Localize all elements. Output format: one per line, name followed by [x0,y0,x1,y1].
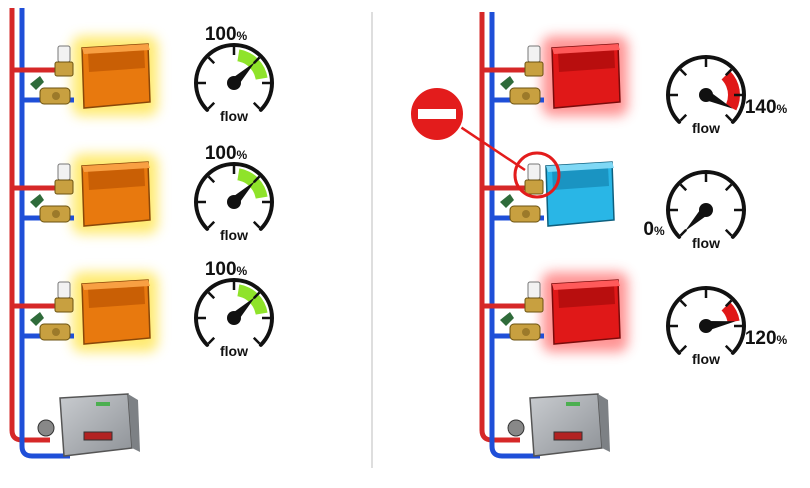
gauge-hub [699,203,713,217]
radiator-body [551,43,621,109]
gauge-hub [227,76,241,90]
radiator-body [551,279,621,345]
gauge-flow-label: flow [220,108,248,124]
radiator-body [81,43,151,109]
gauge-hub [699,319,713,333]
gauge-hub [227,195,241,209]
gauge-percent-value: 140% [745,97,788,118]
gauge-flow-label: flow [692,351,720,367]
gauge-tick [207,101,216,110]
gauge-tick [252,101,261,110]
gauge-flow-label: flow [692,120,720,136]
gauge-percent-value: 100% [205,143,248,164]
gauge-hub [699,88,713,102]
gauge-tick [724,183,733,192]
gauge-needle [705,321,736,331]
gauge-tick [724,228,733,237]
radiator-unit [482,161,615,227]
gauge-tick [252,336,261,345]
gauge-dial [194,43,274,112]
thermostatic-valve [54,163,74,195]
right-panel [409,12,628,459]
gauge-flow-label: flow [692,235,720,251]
radiator-unit [482,36,628,116]
closed-valve-callout [409,86,561,199]
radiator-body [81,161,151,227]
gauge-dial [666,286,746,355]
thermostatic-valve [524,281,544,313]
thermostatic-valve [524,45,544,77]
radiator-body [81,279,151,345]
gauge-tick [252,220,261,229]
gauge-tick [679,299,688,308]
return-riser [489,12,540,459]
gauge-tick [207,175,216,184]
flow-gauges: flow100%flow100%flow100%flow140%flow0%fl… [194,24,788,367]
flow-gauge: flow 100% [194,259,274,359]
gauge-tick [679,68,688,77]
gauge-tick [724,299,733,308]
balancing-valve [30,76,71,105]
radiator-unit [482,272,628,352]
flow-gauge: flow 100% [194,143,274,243]
gauge-tick [207,291,216,300]
radiator-unit [12,36,158,116]
gauge-hub [227,311,241,325]
gauge-percent-value: 0% [643,219,665,240]
gauge-percent-value: 100% [205,24,248,45]
boiler [37,393,140,457]
gauge-tick [207,220,216,229]
thermostatic-valve [524,163,544,195]
radiator-body [545,161,615,227]
gauge-tick [724,344,733,353]
gauge-tick [724,68,733,77]
gauge-dial [194,278,274,347]
gauge-tick [207,336,216,345]
gauge-percent-value: 100% [205,259,248,280]
balancing-valve [500,76,541,105]
gauge-dial [666,55,746,124]
gauge-tick [724,113,733,122]
supply-riser [479,12,520,443]
pump-icon [37,419,55,437]
balancing-valve [30,312,71,341]
flow-gauge: flow 100% [194,24,274,124]
gauge-tick [679,183,688,192]
return-riser [19,8,70,459]
gauge-percent-value: 120% [745,328,788,349]
supply-riser [9,8,50,443]
thermostatic-valve [54,45,74,77]
gauge-tick [207,56,216,65]
gauge-dial [194,162,274,231]
flow-gauge: flow 0% [643,170,746,251]
pump-icon [507,419,525,437]
radiator-unit [12,154,158,234]
gauge-dial [666,170,746,239]
gauge-flow-label: flow [220,227,248,243]
gauge-tick [679,113,688,122]
valve-highlight-ring [513,151,561,199]
flow-gauge: flow 120% [666,286,788,367]
balancing-valve [500,312,541,341]
balancing-valve [500,194,541,223]
boiler [507,393,610,457]
thermostatic-valve [54,281,74,313]
radiator-unit [12,272,158,352]
gauge-tick [679,344,688,353]
left-panel [9,8,158,459]
balancing-valve [30,194,71,223]
gauge-flow-label: flow [220,343,248,359]
flow-gauge: flow 140% [666,55,788,136]
